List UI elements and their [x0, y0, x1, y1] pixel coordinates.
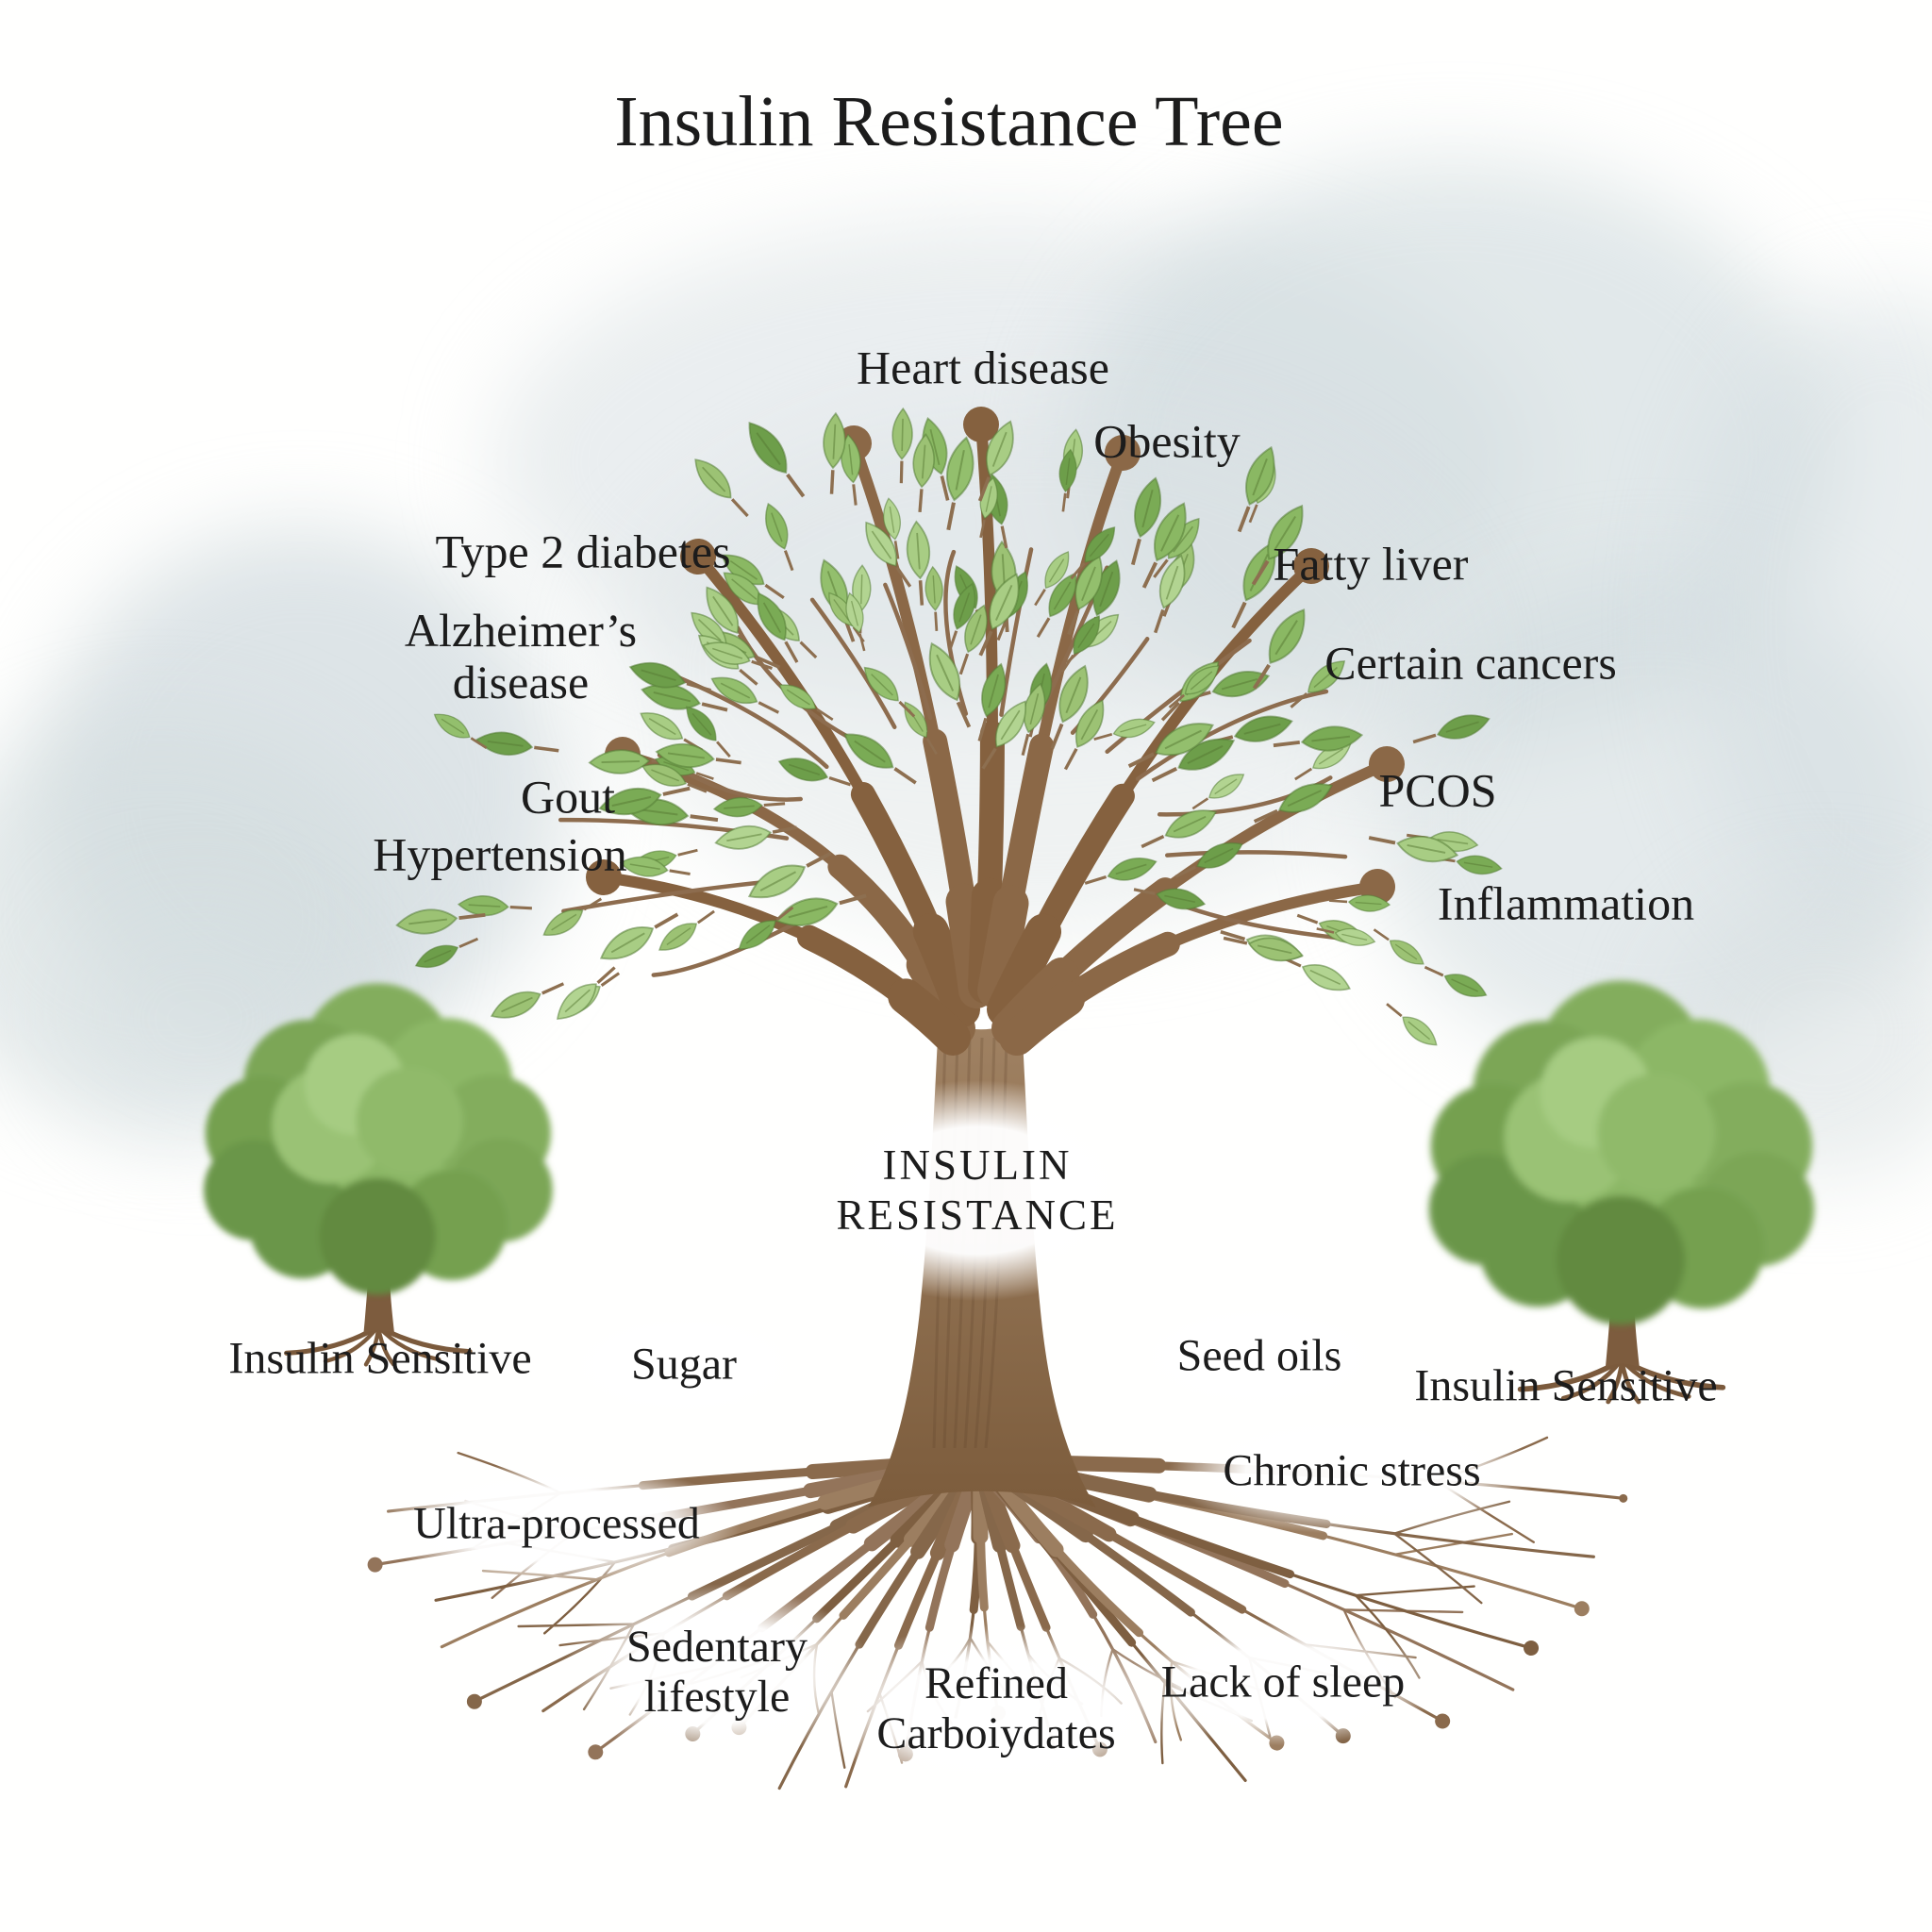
main-tree-trunk	[868, 1019, 1096, 1507]
trunk-label-line: INSULIN	[882, 1141, 1073, 1189]
branch-label-alzheimers-disease: Alzheimer’s disease	[404, 604, 638, 708]
trunk-label: INSULIN RESISTANCE	[837, 1141, 1119, 1241]
branch-label-heart-disease: Heart disease	[857, 341, 1109, 394]
side-tree-label-left: Insulin Sensitive	[228, 1333, 532, 1384]
branch-label-pcos: PCOS	[1378, 763, 1497, 817]
small-tree-right	[1429, 981, 1815, 1403]
page-title: Insulin Resistance Tree	[614, 82, 1284, 162]
branch-label-certain-cancers: Certain cancers	[1324, 636, 1617, 690]
branch-label-obesity: Obesity	[1093, 414, 1241, 468]
main-tree-branches	[558, 407, 1405, 1056]
branch-label-fatty-liver: Fatty liver	[1273, 537, 1469, 591]
root-label-ultra-processed: Ultra-processed	[413, 1498, 700, 1549]
root-label-refined-carbohydrates: Refined Carboiydates	[876, 1658, 1116, 1758]
branch-label-hypertension: Hypertension	[373, 827, 627, 881]
branch-label-gout: Gout	[521, 770, 615, 824]
trunk-label-line: RESISTANCE	[836, 1191, 1119, 1239]
root-label-sugar: Sugar	[631, 1339, 737, 1390]
branch-label-type-2-diabetes: Type 2 diabetes	[435, 525, 731, 578]
root-label-seed-oils: Seed oils	[1176, 1330, 1342, 1381]
branch-label-inflammation: Inflammation	[1437, 876, 1695, 930]
root-label-sedentary-lifestyle: Sedentary lifestyle	[626, 1622, 808, 1722]
small-tree-left	[204, 983, 553, 1364]
side-tree-label-right: Insulin Sensitive	[1414, 1360, 1718, 1411]
root-label-chronic-stress: Chronic stress	[1223, 1445, 1481, 1496]
root-label-lack-of-sleep: Lack of sleep	[1160, 1657, 1406, 1707]
